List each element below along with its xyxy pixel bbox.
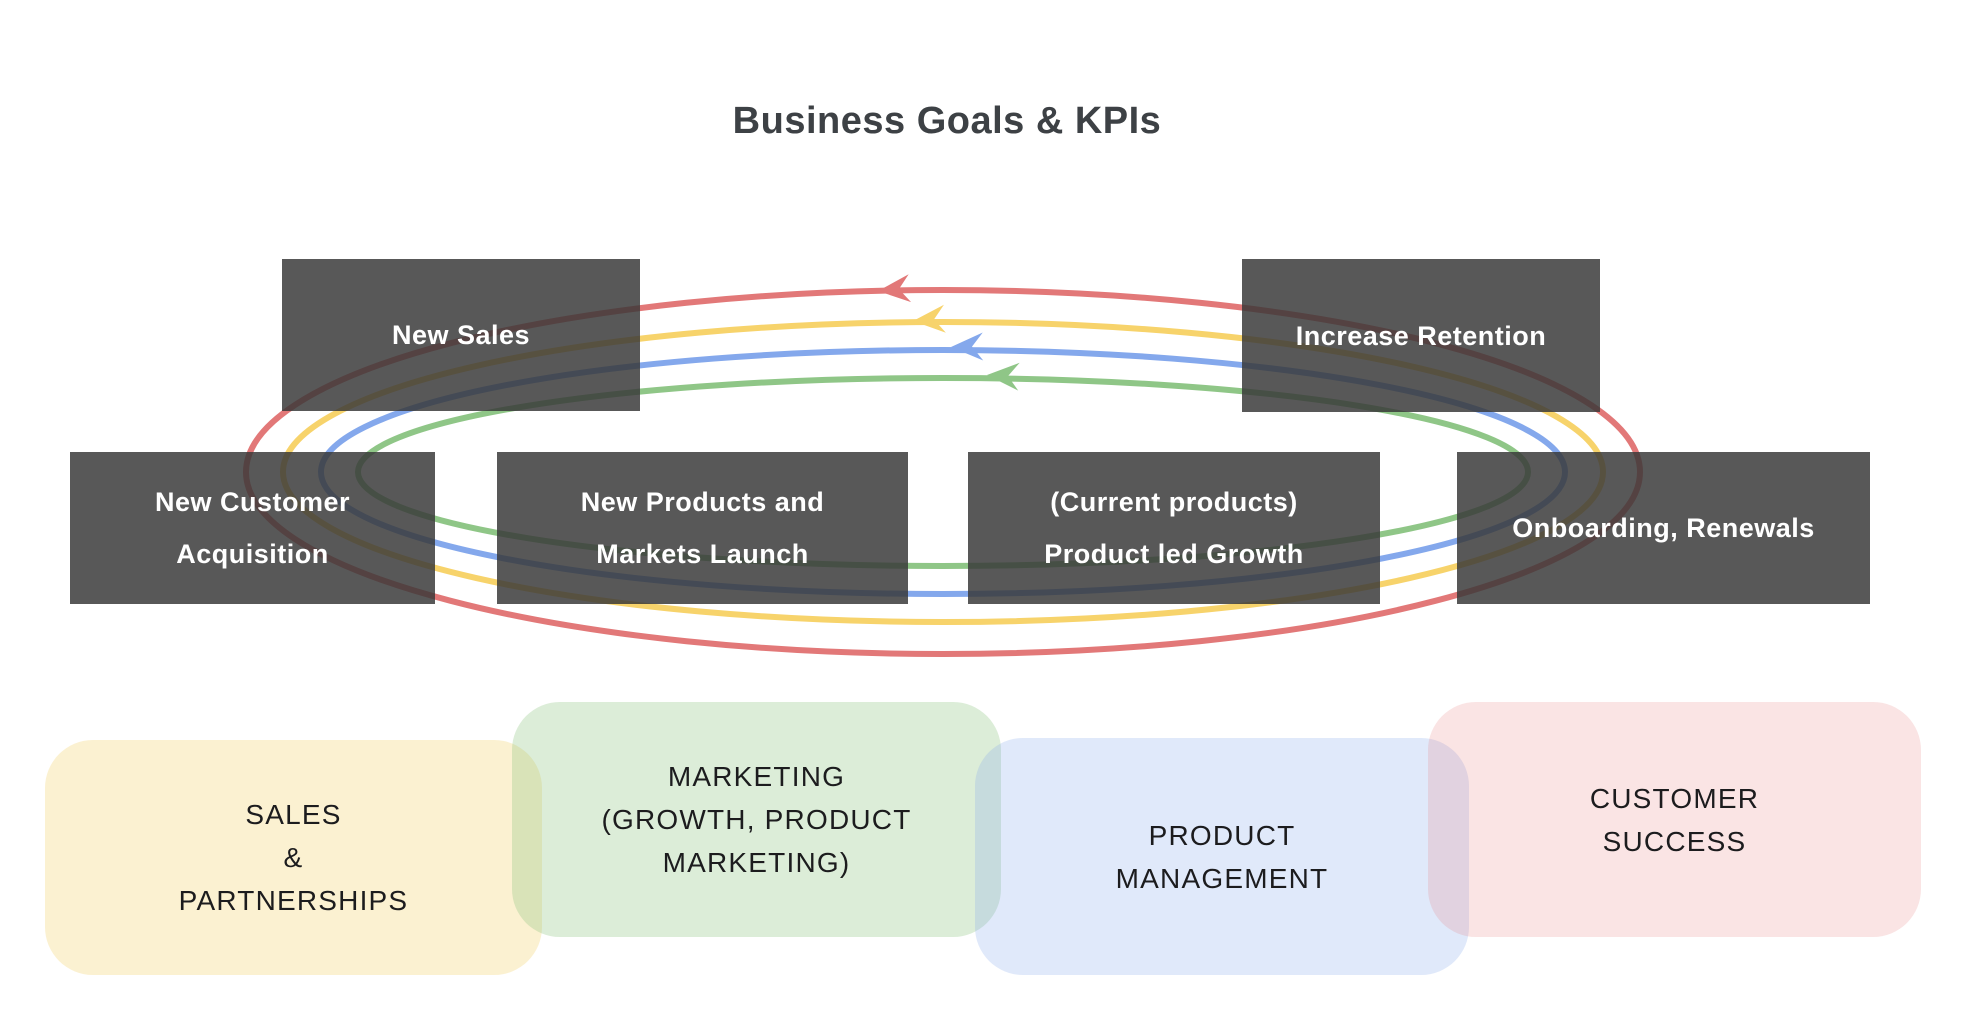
team-label-line: PRODUCT: [1148, 819, 1296, 851]
kpi-box-new-customer-acquisition: New Customer Acquisition: [70, 452, 435, 604]
team-label-line: (GROWTH, PRODUCT: [601, 804, 912, 835]
blue-arrowhead-icon: [951, 332, 984, 361]
team-box-product-management: PRODUCT MANAGEMENT: [975, 738, 1469, 975]
diagram-title: Business Goals & KPIs: [732, 100, 1162, 142]
team-label-line: PARTNERSHIPS: [178, 885, 409, 916]
green-arrowhead-icon: [987, 362, 1020, 391]
kpi-label-line: Acquisition: [176, 539, 329, 569]
team-label-line: SALES: [245, 799, 342, 830]
team-label-line: MANAGEMENT: [1115, 862, 1329, 894]
kpi-box-new-sales: New Sales: [282, 259, 640, 411]
team-box-marketing: MARKETING (GROWTH, PRODUCT MARKETING): [512, 702, 1001, 937]
team-label-line: MARKETING: [667, 761, 846, 792]
team-label-line: CUSTOMER: [1589, 782, 1760, 814]
red-arrowhead-icon: [878, 274, 912, 303]
kpi-label-line: New Products and: [580, 487, 825, 517]
kpi-box-onboarding-renewals: Onboarding, Renewals: [1457, 452, 1870, 604]
team-box-customer-success: CUSTOMER SUCCESS: [1428, 702, 1921, 937]
team-label-line: &: [283, 842, 304, 873]
kpi-label: Increase Retention: [1295, 320, 1547, 351]
kpi-label: Onboarding, Renewals: [1512, 513, 1815, 543]
kpi-box-new-products-markets: New Products and Markets Launch: [497, 452, 908, 604]
team-label-line: MARKETING): [662, 847, 851, 878]
yellow-arrowhead-icon: [913, 304, 946, 333]
kpi-label-line: Markets Launch: [596, 539, 809, 569]
kpi-label-line: Product led Growth: [1044, 539, 1304, 569]
team-label-line: SUCCESS: [1602, 825, 1747, 857]
kpi-label-line: (Current products): [1050, 487, 1298, 517]
kpi-box-increase-retention: Increase Retention: [1242, 259, 1600, 412]
kpi-box-current-products-plg: (Current products) Product led Growth: [968, 452, 1380, 604]
kpi-label-line: New Customer: [154, 487, 351, 517]
kpi-label: New Sales: [391, 320, 531, 350]
team-box-sales-partnerships: SALES & PARTNERSHIPS: [45, 740, 542, 975]
